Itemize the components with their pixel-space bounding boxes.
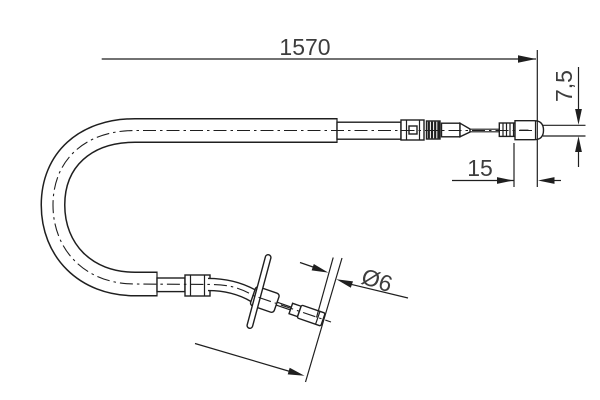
wire-lower — [276, 301, 292, 308]
dim-label-dia6: Ø6 — [358, 263, 395, 297]
cable-centerline — [52, 129, 532, 323]
arrowhead — [538, 177, 555, 184]
dim-line-lower — [194, 342, 291, 373]
dimension-overall-length: 1570 — [101, 34, 538, 187]
conduit-outline — [40, 118, 337, 297]
lower-end-fittings — [156, 253, 326, 330]
arrowhead — [575, 109, 582, 125]
arrowhead — [336, 279, 353, 288]
ferrule — [184, 274, 211, 297]
arrowhead — [497, 177, 514, 184]
dimension-lower-unlabeled — [194, 342, 305, 376]
arrowhead — [575, 136, 582, 152]
lower-tube-core — [207, 279, 257, 301]
cable-conduit — [40, 118, 338, 297]
lower-barrel-joint — [315, 311, 321, 325]
dimension-end-diameter: 7,5 — [551, 67, 582, 167]
arrowhead — [518, 55, 536, 63]
extension-line-dia-b — [304, 257, 343, 383]
flange-bar — [246, 253, 272, 330]
crimp-sleeve — [498, 122, 516, 138]
wire-lower — [275, 304, 292, 311]
arrowhead — [287, 367, 305, 376]
arrowhead — [311, 264, 329, 273]
dim-label-7-5: 7,5 — [551, 70, 577, 102]
thread-rib — [437, 121, 440, 139]
dia-leader-right — [350, 283, 409, 299]
dim-label-1570: 1570 — [279, 34, 330, 60]
extension-line-dia-a — [315, 257, 334, 318]
dia-leader-left — [299, 261, 314, 268]
dim-label-15: 15 — [467, 155, 493, 181]
dimension-end-length: 15 — [452, 143, 561, 187]
inner-tube-upper — [336, 121, 402, 140]
conduit-core — [41, 119, 337, 295]
inner-tube-lower — [156, 277, 186, 293]
